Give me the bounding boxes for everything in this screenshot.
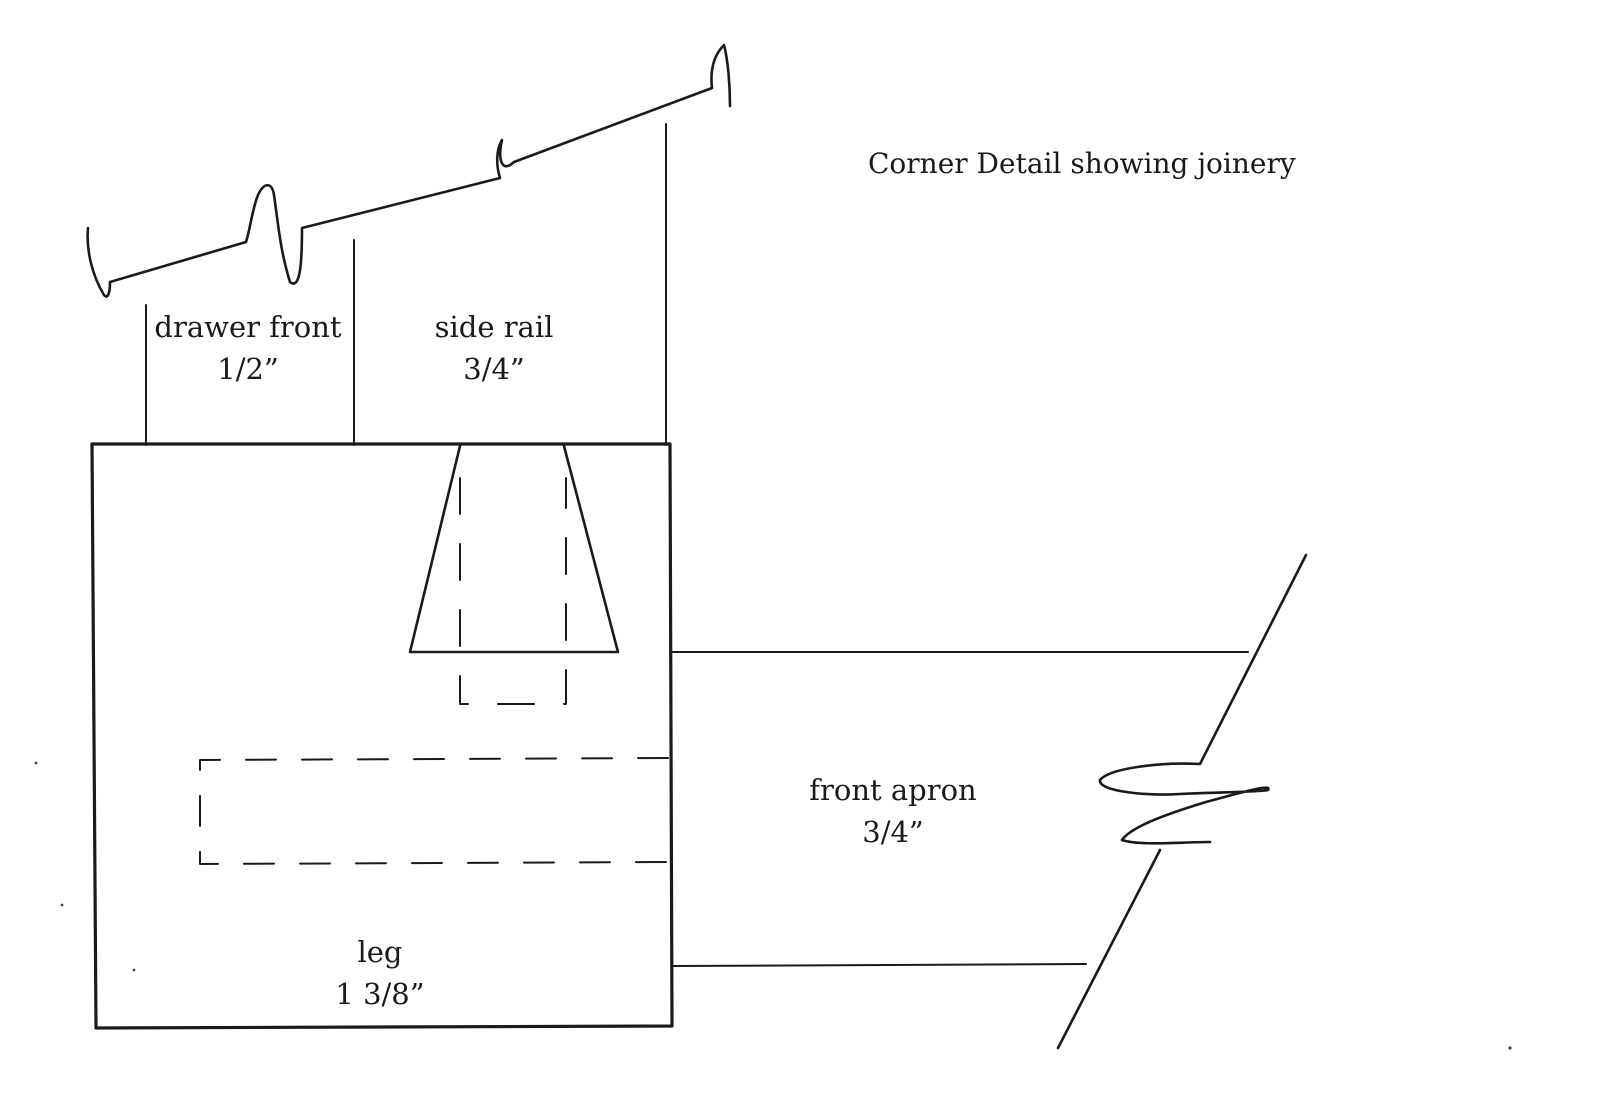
leg-label: leg <box>357 935 402 969</box>
dovetail-mortise-hidden <box>459 477 567 705</box>
side-rail-label: side rail <box>435 310 554 344</box>
front-apron-bottom-edge <box>673 963 1087 967</box>
leg-thickness: 1 3/8” <box>335 977 424 1011</box>
apron-tenon-hidden <box>199 757 669 865</box>
side-rail-thickness: 3/4” <box>463 352 525 386</box>
diagram-title: Corner Detail showing joinery <box>868 147 1296 180</box>
apron-break-line <box>1056 553 1308 1050</box>
front-apron-label: front apron <box>809 773 976 807</box>
dovetail-joint <box>408 444 620 654</box>
top-break-line <box>86 43 732 298</box>
drawer-front-thickness: 1/2” <box>217 352 279 386</box>
leg-outline <box>90 442 674 1030</box>
front-apron-thickness: 3/4” <box>862 815 924 849</box>
drawer-front-label: drawer front <box>154 310 342 344</box>
